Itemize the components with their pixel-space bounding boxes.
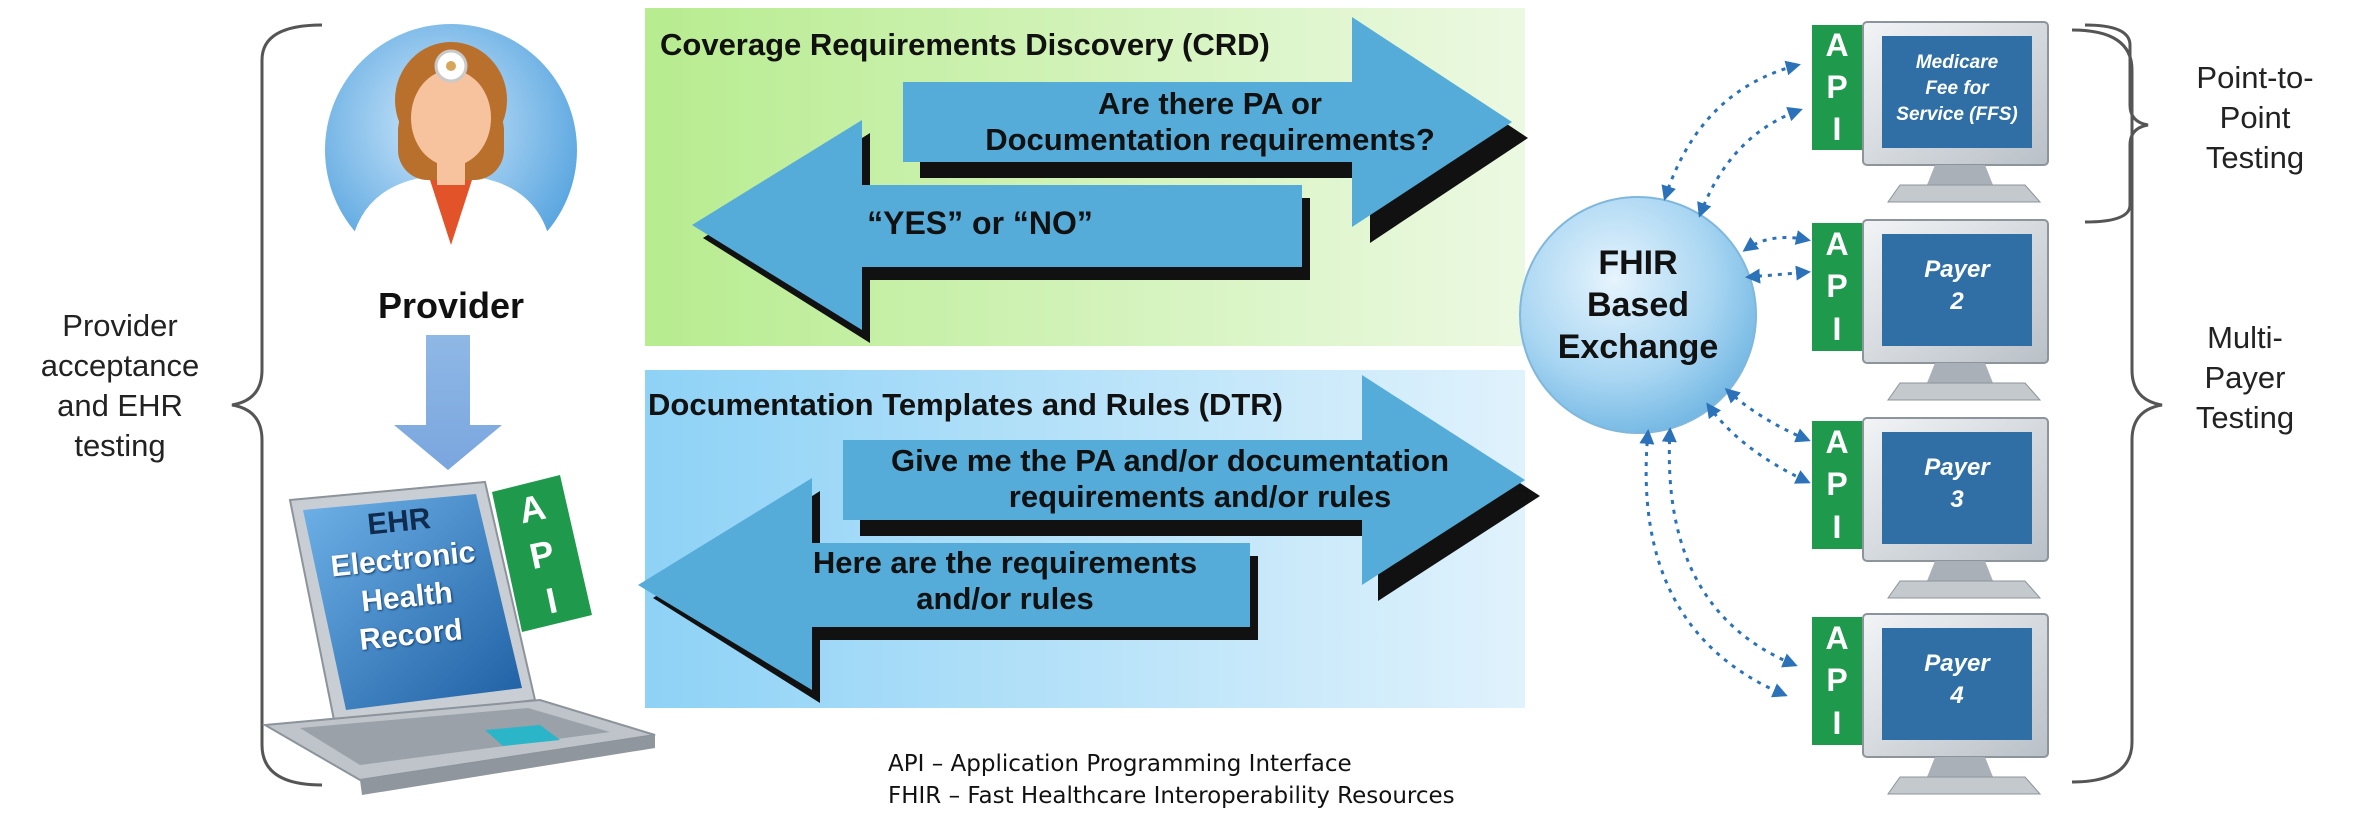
fhir-line-2: Based	[1586, 286, 1690, 324]
payer-2-screen-text: Payer 2	[1882, 254, 2032, 318]
point-to-point-label: Point-to- Point Testing	[2196, 60, 2314, 175]
crd-request-line-1: Are there PA or	[1098, 86, 1322, 121]
crd-request-line-2: Documentation requirements?	[985, 122, 1435, 157]
down-arrow	[394, 335, 502, 470]
crd-request-arrow	[903, 17, 1528, 243]
payer-2-api-p: P	[1826, 268, 1848, 305]
footnote-fhir: FHIR – Fast Healthcare Interoperability …	[888, 783, 1455, 809]
crd-request-text: Are there PA or Documentation requiremen…	[910, 86, 1510, 158]
dtr-request-arrow	[843, 375, 1540, 601]
payer-api-letters-1: A P I	[1812, 25, 1862, 150]
payer-api-letters-4: A P I	[1812, 617, 1862, 745]
payer-1-screen-text: Medicare Fee for Service (FFS)	[1882, 50, 2032, 128]
payer-3-line-2: 3	[1950, 486, 1964, 513]
point-brace	[2084, 23, 2149, 224]
payer-api-badge-3	[1812, 421, 1862, 549]
ehr-api-badge	[492, 475, 592, 632]
provider-label: Provider	[377, 285, 525, 326]
payer-monitor-1	[1862, 21, 2049, 203]
payer-3-api-i: I	[1832, 509, 1842, 546]
dtr-response-text: Here are the requirements and/or rules	[755, 545, 1255, 617]
crd-title: Coverage Requirements Discovery (CRD)	[660, 27, 1270, 62]
payer-4-line-2: 4	[1950, 682, 1964, 709]
crd-response-arrow	[692, 120, 1310, 343]
payer-1-line-2: Fee for	[1925, 78, 1989, 99]
fhir-line-1: FHIR	[1598, 244, 1678, 282]
ehr-api-letter-i: I	[542, 579, 561, 622]
payer-4-api-a: A	[1825, 619, 1849, 656]
fhir-exchange-circle	[1519, 196, 1757, 434]
payer-monitor-4	[1862, 613, 2049, 795]
payer-api-badge-4	[1812, 617, 1862, 745]
payer-3-screen-text: Payer 3	[1882, 452, 2032, 516]
payer-4-api-p: P	[1826, 662, 1848, 699]
payer-4-api-i: I	[1832, 705, 1842, 742]
payer-2-line-2: 2	[1950, 288, 1964, 315]
dtr-request-text: Give me the PA and/or documentation requ…	[850, 443, 1490, 515]
footnote-api: API – Application Programming Interface	[888, 751, 1352, 777]
ehr-screen-text: EHR Electronic Health Record	[293, 492, 518, 665]
payer-1-api-i: I	[1832, 110, 1842, 147]
payer-monitor-2	[1862, 219, 2049, 401]
payer-4-line-1: Payer	[1924, 650, 1990, 677]
dtr-response-line-2: and/or rules	[916, 581, 1094, 616]
laptop-icon	[261, 480, 656, 795]
payer-1-line-1: Medicare	[1915, 52, 1999, 73]
payer-1-api-p: P	[1826, 68, 1848, 105]
payer-2-api-a: A	[1825, 225, 1849, 262]
payer-api-badge-2	[1812, 223, 1862, 351]
left-brace-label: Provider acceptance and EHR testing	[40, 308, 200, 463]
payer-api-letters-3: A P I	[1812, 421, 1862, 549]
payer-3-line-1: Payer	[1924, 454, 1990, 481]
crd-response-text: “YES” or “NO”	[867, 205, 1093, 241]
footnotes: API – Application Programming Interface …	[888, 748, 1608, 812]
dtr-response-arrow	[638, 478, 1258, 703]
dtr-response-line-1: Here are the requirements	[812, 545, 1198, 580]
payer-monitor-3	[1862, 417, 2049, 599]
payer-1-api-a: A	[1825, 27, 1849, 64]
payer-2-api-i: I	[1832, 311, 1842, 348]
fhir-exchange-label: FHIR Based Exchange	[1520, 242, 1756, 368]
payer-api-letters-2: A P I	[1812, 223, 1862, 351]
payer-4-screen-text: Payer 4	[1882, 648, 2032, 712]
dotted-connectors	[1639, 60, 1811, 698]
payer-1-line-3: Service (FFS)	[1896, 104, 2018, 125]
dtr-request-line-1: Give me the PA and/or documentation	[890, 443, 1450, 478]
payer-api-badge-1	[1812, 25, 1862, 150]
ehr-api-letter-p: P	[525, 531, 558, 578]
payer-3-api-a: A	[1825, 423, 1849, 460]
payer-3-api-p: P	[1826, 466, 1848, 503]
dtr-title: Documentation Templates and Rules (DTR)	[648, 387, 1283, 422]
doctor-avatar-icon	[325, 24, 577, 282]
multi-payer-label: Multi- Payer Testing	[2195, 320, 2295, 435]
ehr-api-letter-a: A	[515, 486, 550, 532]
dtr-request-line-2: requirements and/or rules	[1008, 479, 1392, 514]
left-brace	[231, 23, 323, 787]
multi-brace	[2071, 28, 2163, 784]
payer-2-line-1: Payer	[1924, 256, 1990, 283]
fhir-line-3: Exchange	[1557, 328, 1719, 366]
